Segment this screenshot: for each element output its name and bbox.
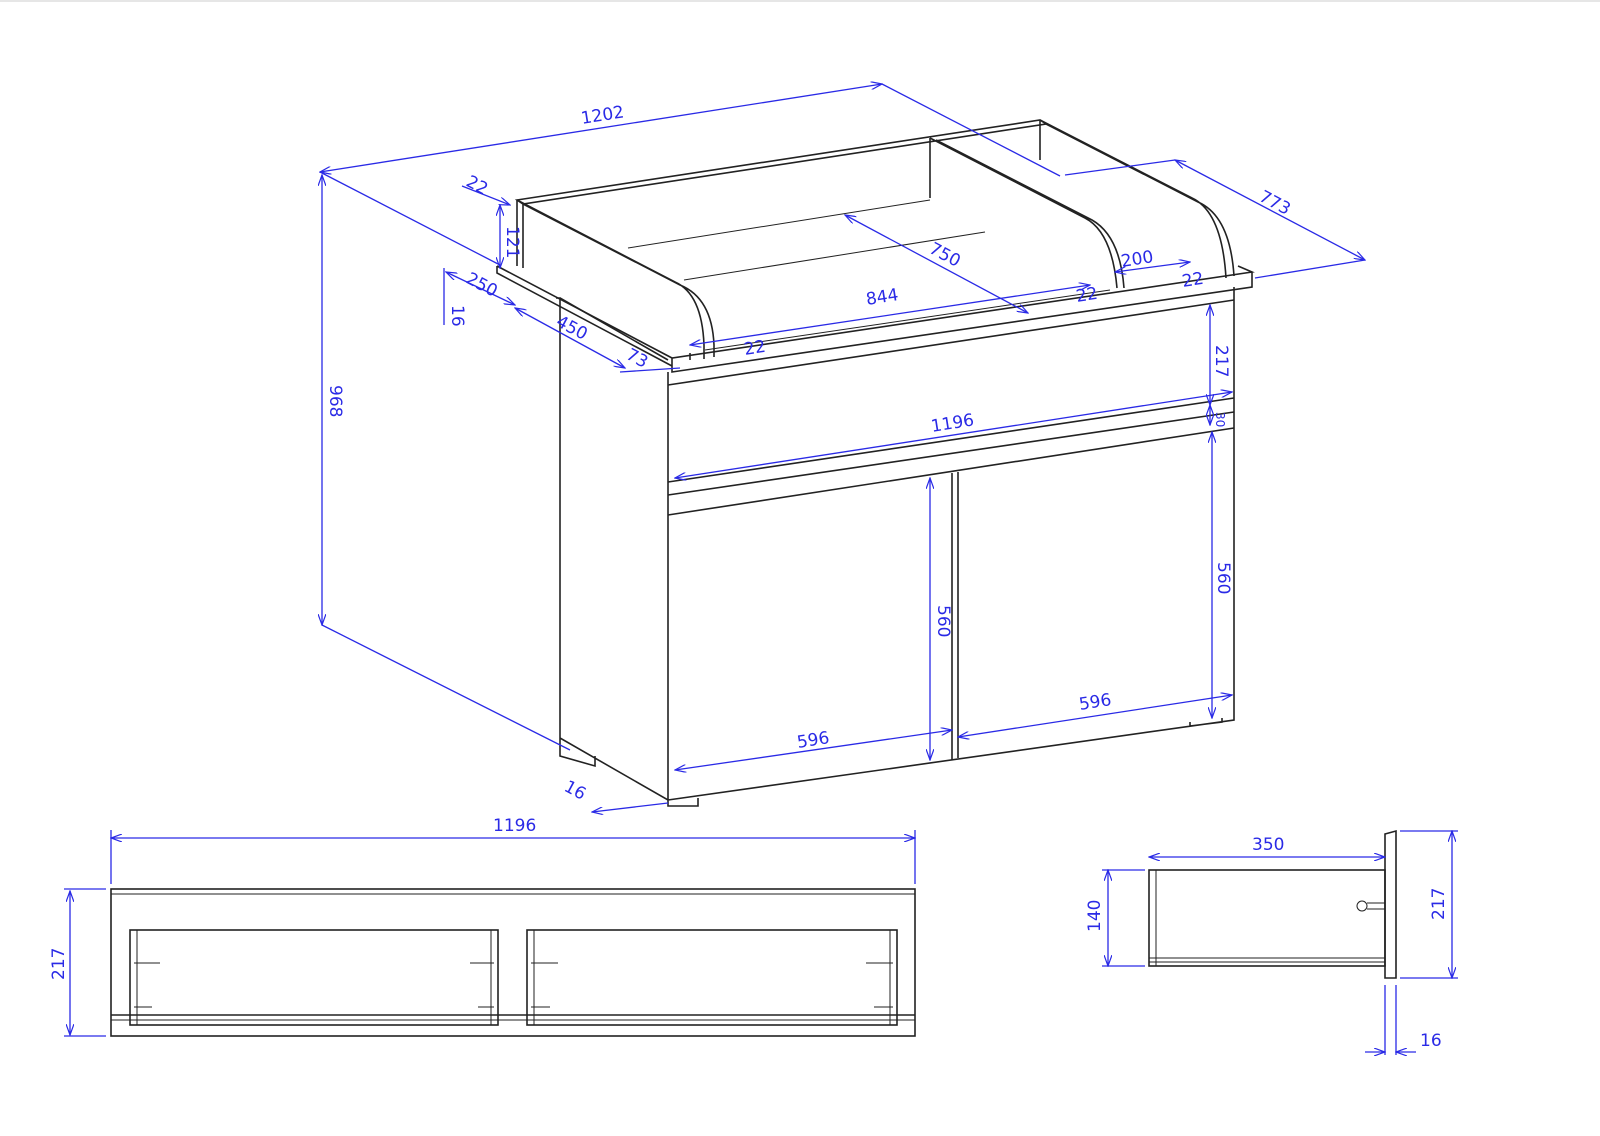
top-board [496, 265, 1255, 373]
dim-offset: 73 [623, 345, 651, 373]
changer-divider-wall [929, 137, 1125, 289]
dim-wall-divider-a: 22 [1075, 284, 1100, 307]
doors [667, 427, 1235, 760]
dim-wall-divider-b: 22 [1181, 269, 1206, 292]
changer-back-wall [514, 119, 1049, 268]
dim-compartment-width: 200 [1120, 247, 1155, 272]
drawer-side-view: 350 140 217 16 [1085, 829, 1458, 1055]
dim-inner-width: 844 [865, 285, 900, 310]
dim-gap: 30 [1213, 412, 1227, 427]
dim-drawer-front-width: 1196 [493, 816, 536, 836]
carcass [556, 287, 1235, 807]
dim-wall-front: 22 [743, 337, 768, 360]
dim-drawer-depth: 350 [1252, 835, 1284, 855]
dim-door-width-left: 596 [796, 728, 831, 753]
dim-drawer-front-height: 217 [49, 948, 69, 980]
dim-side-depth: 450 [553, 312, 591, 345]
dim-top-overhang: 250 [463, 269, 501, 302]
dim-drawer-front-height-side: 217 [1429, 888, 1449, 920]
dim-top-thickness: 16 [447, 305, 467, 327]
dim-drawer-front-thickness: 16 [1420, 1031, 1442, 1051]
dim-door-height-left: 560 [933, 605, 953, 637]
dim-total-height: 968 [325, 385, 345, 417]
drawer-front-view: 1196 217 [49, 816, 915, 1037]
changer-floor [627, 199, 1111, 351]
dim-plinth: 16 [561, 777, 589, 805]
dim-inner-depth: 750 [926, 239, 964, 272]
dimension-lines [320, 84, 1365, 812]
dim-drawer-box-height: 140 [1085, 900, 1105, 932]
dim-door-width-right: 596 [1078, 690, 1113, 715]
dim-wall-height: 121 [502, 226, 522, 258]
dim-drawer-height: 217 [1211, 345, 1231, 377]
dim-door-height-right: 560 [1213, 562, 1233, 594]
top-border [0, 0, 1600, 2]
changing-table-isometric [496, 119, 1255, 807]
dim-depth: 773 [1256, 187, 1294, 220]
